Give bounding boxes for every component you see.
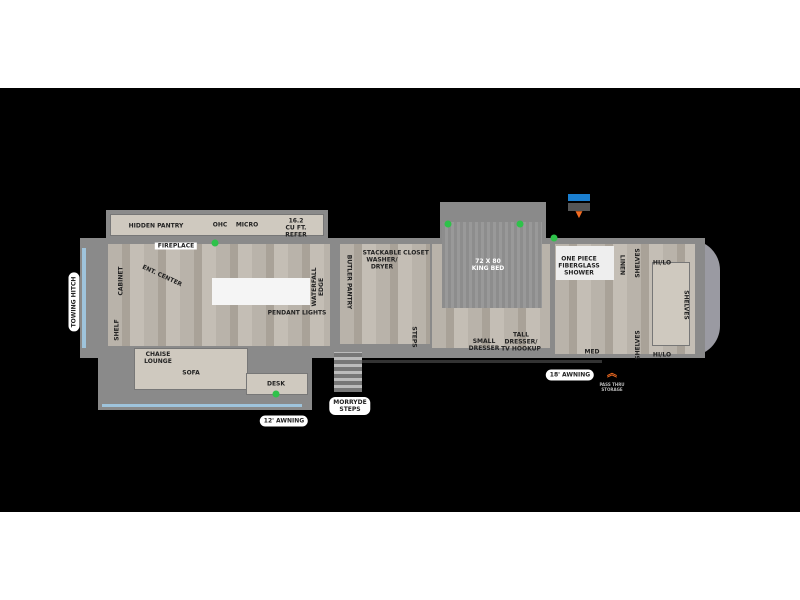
bath-floor	[340, 244, 430, 344]
label-linen: LINEN	[618, 254, 626, 276]
label-hidden-pantry: HIDDEN PANTRY	[128, 222, 184, 230]
label-med: MED	[584, 348, 600, 356]
label-ohc: OHC	[212, 221, 228, 229]
label-king-bed: 72 X 80 KING BED	[471, 258, 505, 272]
label-hilo-top: HI/LO	[652, 259, 672, 267]
living-window	[102, 404, 302, 407]
label-morryde-steps: MORRYDE STEPS	[329, 397, 371, 415]
pass-thru-arrow-icon: ︽	[607, 368, 617, 380]
morryde-steps	[334, 352, 362, 392]
outlet-icon	[516, 220, 524, 228]
kitchen-counter	[110, 214, 324, 236]
label-shelves-front: SHELVES	[682, 290, 690, 320]
outlet-icon	[550, 234, 558, 242]
label-micro: MICRO	[235, 221, 259, 229]
awning-rail	[362, 360, 602, 363]
water-heater-logo: ▼	[568, 194, 590, 220]
outlet-icon	[444, 220, 452, 228]
label-steps: STEPS	[410, 326, 418, 348]
label-chaise-lounge: CHAISE LOUNGE	[144, 351, 172, 365]
label-refer: 16.2 CU FT. REFER	[285, 217, 307, 239]
label-shelves-top: SHELVES	[634, 248, 642, 278]
outlet-icon	[211, 239, 219, 247]
label-shelves-bottom: SHELVES	[634, 330, 642, 360]
label-sofa: SOFA	[182, 369, 200, 377]
label-12-awning: 12' AWNING	[259, 415, 309, 427]
label-pendant-lights: PENDANT LIGHTS	[267, 309, 327, 317]
label-cabinet: CABINET	[117, 266, 125, 296]
label-towing-hitch: TOWING HITCH	[68, 272, 80, 332]
label-butler-pantry: BUTLER PANTRY	[345, 254, 353, 310]
king-bed	[442, 222, 542, 308]
rear-window	[82, 248, 86, 348]
shelves-front	[652, 262, 690, 346]
label-washer-dryer: STACKABLE WASHER/ DRYER	[362, 249, 402, 271]
kitchen-island	[212, 278, 310, 305]
label-fireplace: FIREPLACE	[154, 242, 198, 250]
label-shelf: SHELF	[113, 319, 121, 341]
label-18-awning: 18' AWNING	[545, 369, 595, 381]
label-tall-dresser: TALL DRESSER/ TV HOOKUP	[501, 331, 541, 353]
outlet-icon	[272, 390, 280, 398]
sofa	[134, 348, 248, 390]
shower	[556, 246, 614, 280]
label-small-dresser: SMALL DRESSER	[468, 338, 500, 352]
label-hilo-bottom: HI/LO	[652, 351, 672, 359]
label-pass-thru-storage: PASS THRU STORAGE	[599, 382, 625, 392]
label-shower: ONE PIECE FIBERGLASS SHOWER	[558, 255, 600, 277]
label-desk: DESK	[266, 380, 286, 388]
label-closet: CLOSET	[403, 249, 429, 257]
label-waterfall-edge: WATERFALL EDGE	[311, 267, 325, 307]
